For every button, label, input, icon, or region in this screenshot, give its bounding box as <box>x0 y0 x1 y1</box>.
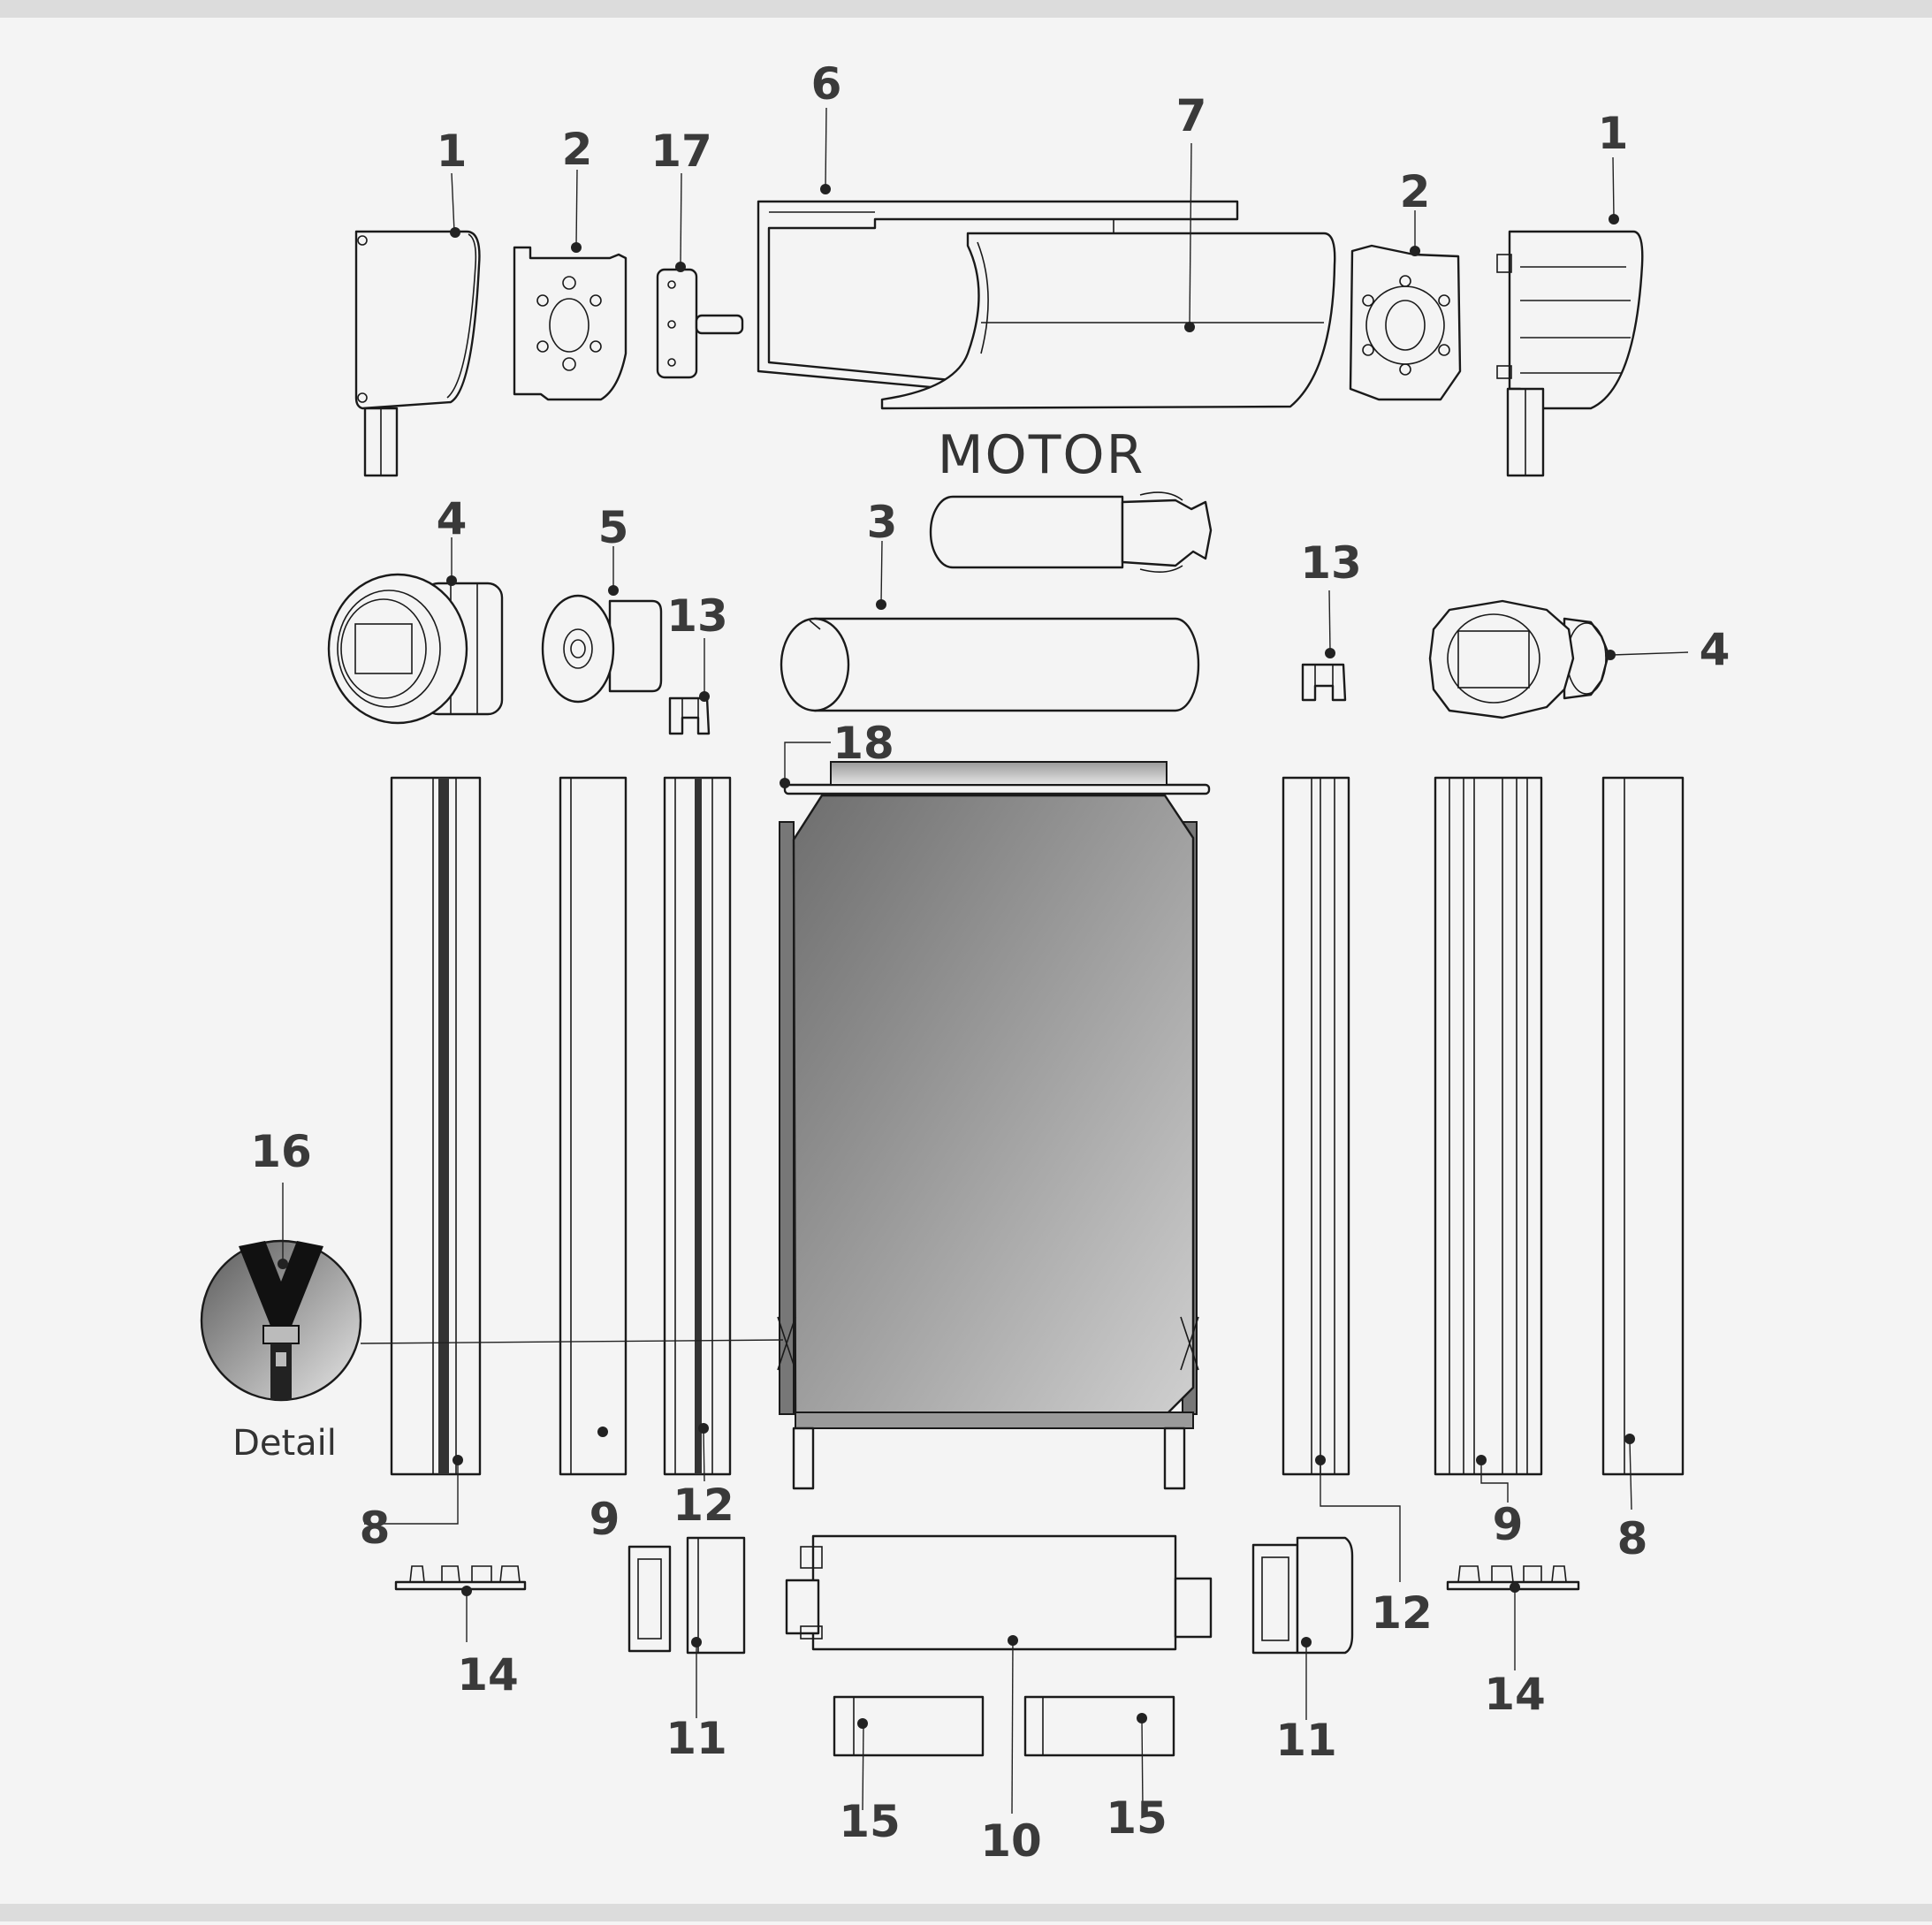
part-cap-right <box>1428 599 1610 719</box>
label-motor: MOTOR <box>938 424 1145 486</box>
part-plate-right <box>1349 244 1462 401</box>
label-foot-right: 14 <box>1484 1669 1546 1720</box>
label-end-left: 11 <box>666 1713 727 1764</box>
label-detail-16: 16 <box>250 1126 312 1177</box>
label-rail-right-12: 12 <box>1371 1587 1433 1639</box>
label-rail-right-9: 9 <box>1493 1499 1524 1550</box>
label-rail-left-12: 12 <box>673 1480 734 1531</box>
label-end-right: 11 <box>1275 1715 1337 1766</box>
rail-right-8 <box>1601 776 1685 1476</box>
part-screen <box>777 794 1199 1490</box>
part-weight-right <box>1023 1695 1175 1757</box>
label-cover-left: 1 <box>437 126 468 177</box>
label-bearing-5: 5 <box>598 502 629 553</box>
labels: 1 2 17 6 7 2 1 MOTOR 4 5 3 13 13 4 18 16… <box>232 58 1730 1867</box>
top-band <box>0 0 1932 18</box>
label-bar-18: 18 <box>833 718 894 769</box>
label-clip-left: 13 <box>666 590 728 642</box>
part-tube-3 <box>780 617 1200 712</box>
part-clip-right <box>1301 663 1347 702</box>
part-cap-left <box>327 573 504 725</box>
label-profile-6: 6 <box>811 58 842 110</box>
label-weight-right: 15 <box>1106 1792 1168 1844</box>
label-rail-right-8: 8 <box>1617 1513 1648 1564</box>
part-bottom-bar-10 <box>785 1534 1213 1651</box>
label-bracket-17: 17 <box>650 126 712 177</box>
bottom-band <box>0 1904 1932 1921</box>
part-profile-6 <box>757 200 1239 392</box>
rail-left-8 <box>390 776 482 1476</box>
label-box-7: 7 <box>1176 90 1207 141</box>
rail-right-12 <box>1282 776 1350 1476</box>
part-cover-right <box>1496 230 1644 477</box>
label-bottom-bar-10: 10 <box>980 1815 1042 1867</box>
label-cap-right: 4 <box>1700 624 1730 675</box>
label-rail-left-8: 8 <box>360 1503 391 1554</box>
part-clip-left <box>668 696 711 735</box>
part-bearing-5 <box>541 594 663 704</box>
part-foot-left <box>394 1565 527 1591</box>
part-cover-left <box>354 230 481 477</box>
rail-left-9 <box>559 776 628 1476</box>
rail-right-9 <box>1434 776 1543 1476</box>
part-weight-left <box>833 1695 985 1757</box>
label-plate-right: 2 <box>1400 166 1431 217</box>
leader-lines <box>278 107 1689 1815</box>
label-cap-left: 4 <box>437 493 468 544</box>
label-foot-left: 14 <box>457 1649 519 1701</box>
part-box-7 <box>880 232 1336 410</box>
label-detail-text: Detail <box>232 1423 337 1464</box>
label-weight-left: 15 <box>839 1796 901 1847</box>
label-tube-3: 3 <box>867 497 898 548</box>
label-clip-right: 13 <box>1300 537 1362 589</box>
part-plate-left <box>513 246 628 401</box>
part-bar-18 <box>783 761 1211 795</box>
part-detail-16 <box>200 1239 784 1402</box>
part-end-left <box>628 1536 746 1655</box>
label-cover-right: 1 <box>1598 108 1629 159</box>
label-rail-left-9: 9 <box>589 1494 620 1545</box>
part-end-right <box>1251 1536 1354 1655</box>
rail-left-12 <box>663 776 732 1476</box>
label-plate-left: 2 <box>562 124 593 175</box>
part-motor <box>929 491 1213 573</box>
part-bracket-17 <box>656 268 744 379</box>
